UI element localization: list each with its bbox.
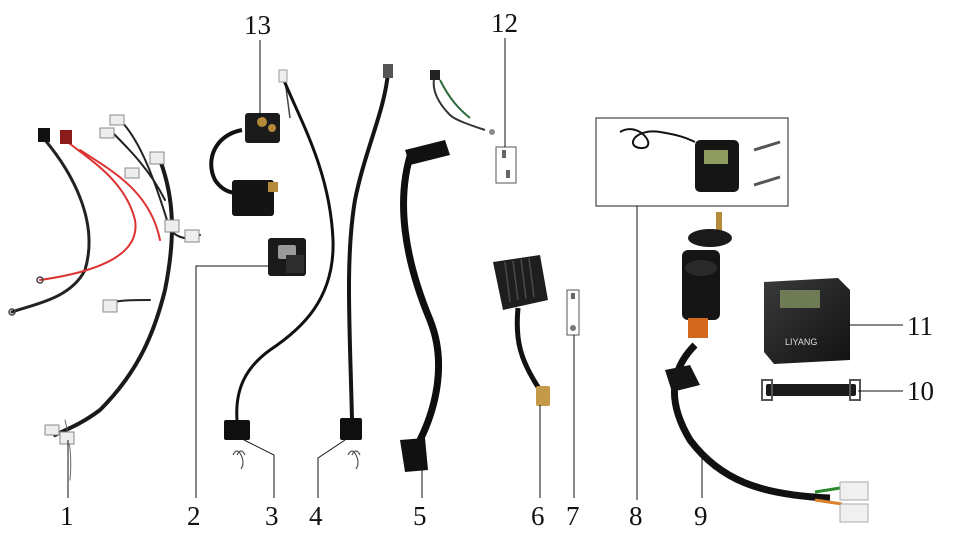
harness-connectors <box>38 114 200 445</box>
battery-brand: LIYANG <box>785 337 817 347</box>
ignition-switch-drawing <box>665 212 869 523</box>
starter-relay-drawing <box>209 79 291 216</box>
leader-lines <box>67 40 703 498</box>
hour-meter-drawing <box>595 117 789 207</box>
bolt-set-12-drawing <box>495 146 517 184</box>
battery-strap-drawing <box>761 379 861 401</box>
callout-2: 2 <box>187 501 201 531</box>
bolt-set-7-drawing <box>566 289 580 336</box>
callout-10: 10 <box>907 376 934 406</box>
callout-4: 4 <box>309 501 323 531</box>
callout-1: 1 <box>60 501 74 531</box>
callout-12: 12 <box>491 8 518 38</box>
callout-9: 9 <box>694 501 708 531</box>
callout-7: 7 <box>566 501 580 531</box>
sensor-cable-3-drawing <box>224 69 335 470</box>
ignition-coil-drawing <box>400 70 495 472</box>
callout-3: 3 <box>265 501 279 531</box>
wiring-harness-drawing <box>8 119 201 481</box>
sensor-cable-4-drawing <box>340 64 393 470</box>
regulator-drawing <box>493 255 550 406</box>
cdi-unit-drawing <box>268 238 306 276</box>
callout-13: 13 <box>244 10 271 40</box>
battery-drawing: LIYANG <box>764 278 850 364</box>
callout-11: 11 <box>907 311 933 341</box>
callout-5: 5 <box>413 501 427 531</box>
callout-8: 8 <box>629 501 643 531</box>
callout-6: 6 <box>531 501 545 531</box>
